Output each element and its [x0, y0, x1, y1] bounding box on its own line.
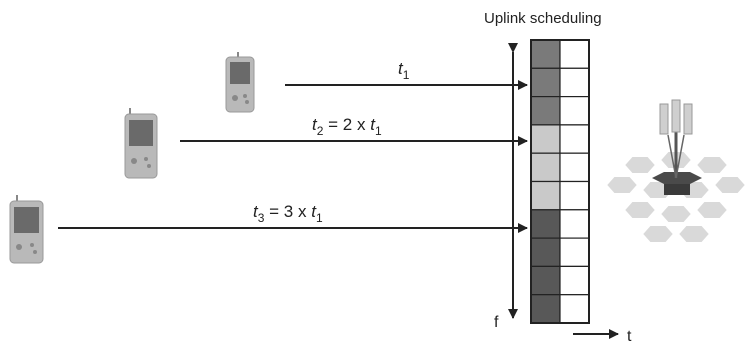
schedule-cell-r1-c2 — [559, 39, 590, 69]
time-axis-label: t — [627, 328, 632, 345]
schedule-cell-r3-c2 — [559, 95, 590, 126]
hex-tile-4 — [604, 175, 640, 195]
hex-tile-3 — [694, 155, 730, 175]
schedule-cell-r3-c1 — [530, 95, 561, 126]
schedule-cell-r10-c1 — [530, 294, 561, 324]
schedule-cell-r6-c2 — [559, 180, 590, 211]
hex-tile-10 — [694, 200, 730, 220]
diagram-title-row: Uplink scheduling — [0, 10, 751, 30]
hex-tile-1 — [622, 155, 658, 175]
uplink-schedule-grid — [530, 39, 590, 324]
hex-tile-9 — [658, 204, 694, 224]
schedule-cell-r9-c2 — [559, 265, 590, 296]
hex-tile-11 — [640, 224, 676, 244]
schedule-cell-r8-c2 — [559, 237, 590, 268]
device-1-time-label: t1 — [398, 59, 410, 82]
schedule-cell-r2-c1 — [530, 67, 561, 98]
schedule-cell-r5-c2 — [559, 152, 590, 183]
uplink-scheduling-title: Uplink scheduling — [484, 10, 602, 27]
schedule-cell-r1-c1 — [530, 39, 561, 69]
schedule-grid-border — [530, 39, 590, 324]
schedule-cell-r2-c2 — [559, 67, 590, 98]
hex-tile-7 — [712, 175, 748, 195]
device-2-time-label: t2 = 2 x t1 — [312, 115, 382, 138]
schedule-cell-r4-c2 — [559, 124, 590, 154]
schedule-cell-r5-c1 — [530, 152, 561, 183]
mobile-phone-1-icon — [225, 52, 255, 113]
hex-tile-8 — [622, 200, 658, 220]
schedule-cell-r8-c1 — [530, 237, 561, 268]
schedule-cell-r6-c1 — [530, 180, 561, 211]
schedule-cell-r9-c1 — [530, 265, 561, 296]
schedule-cell-r10-c2 — [559, 294, 590, 324]
base-station-icon — [604, 99, 748, 244]
mobile-phone-3-icon — [9, 195, 44, 264]
schedule-cell-r4-c1 — [530, 124, 561, 154]
hex-tile-12 — [676, 224, 712, 244]
schedule-cell-r7-c1 — [530, 209, 561, 239]
mobile-phone-2-icon — [124, 108, 158, 179]
device-3-time-label: t3 = 3 x t1 — [253, 202, 323, 225]
frequency-axis-label: f — [494, 314, 499, 331]
schedule-cell-r7-c2 — [559, 209, 590, 239]
